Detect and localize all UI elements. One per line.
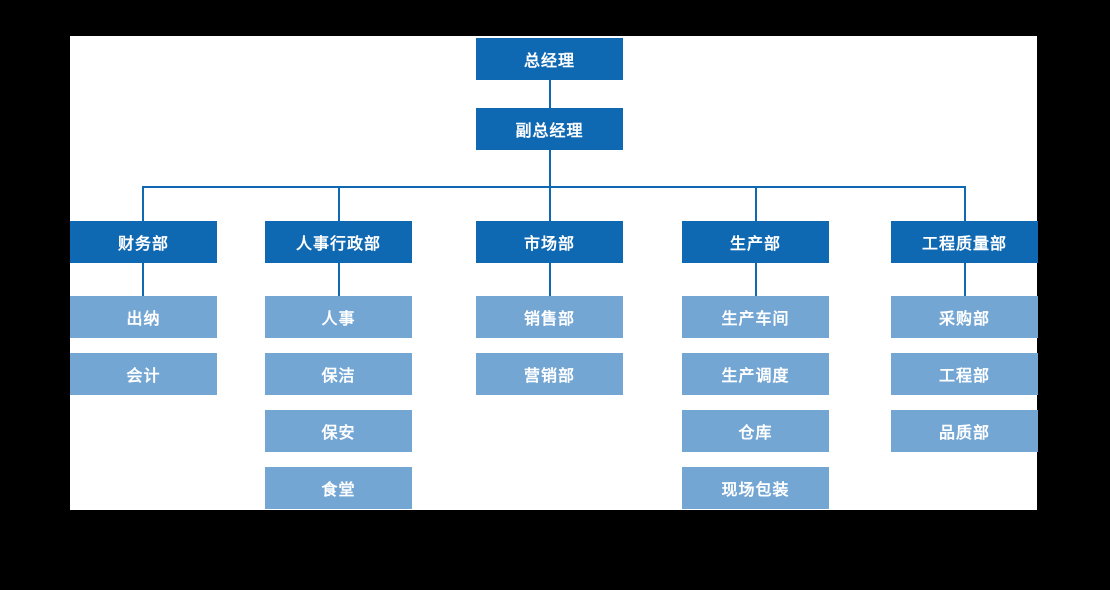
org-node-dept-finance: 财务部 [70,221,217,263]
connector-finance-children [142,263,144,296]
org-node-hr-admin-child-3: 食堂 [265,467,412,509]
connector-deputy-to-rail [549,150,551,186]
org-node-engineering-quality-child-2: 品质部 [891,410,1038,452]
org-node-dept-production: 生产部 [682,221,829,263]
connector-rail-drop-engineering-quality [964,186,966,221]
org-node-marketing-child-0: 销售部 [476,296,623,338]
org-node-production-child-0: 生产车间 [682,296,829,338]
connector-rail-drop-finance [142,186,144,221]
org-chart-canvas: 总经理 副总经理 财务部 出纳 会计 人事行政部 人事 保洁 保安 食堂 市场部… [70,36,1038,510]
connector-marketing-children [549,263,551,296]
org-node-finance-child-1: 会计 [70,353,217,395]
org-node-engineering-quality-child-0: 采购部 [891,296,1038,338]
org-node-engineering-quality-child-1: 工程部 [891,353,1038,395]
connector-hr-admin-children [338,263,340,296]
connector-rail-drop-marketing [549,186,551,221]
connector-production-children [755,263,757,296]
org-node-deputy-general-manager: 副总经理 [476,108,623,150]
org-node-hr-admin-child-1: 保洁 [265,353,412,395]
org-node-production-child-1: 生产调度 [682,353,829,395]
org-node-general-manager: 总经理 [476,38,623,80]
connector-engineering-quality-children [964,263,966,296]
org-node-dept-hr-admin: 人事行政部 [265,221,412,263]
org-node-dept-marketing: 市场部 [476,221,623,263]
connector-rail [142,186,966,188]
connector-rail-drop-hr-admin [338,186,340,221]
org-node-hr-admin-child-2: 保安 [265,410,412,452]
connector-root-to-deputy [549,80,551,108]
org-node-hr-admin-child-0: 人事 [265,296,412,338]
org-node-finance-child-0: 出纳 [70,296,217,338]
org-node-production-child-3: 现场包装 [682,467,829,509]
org-node-dept-engineering-quality: 工程质量部 [891,221,1038,263]
connector-rail-drop-production [755,186,757,221]
org-node-production-child-2: 仓库 [682,410,829,452]
org-node-marketing-child-1: 营销部 [476,353,623,395]
